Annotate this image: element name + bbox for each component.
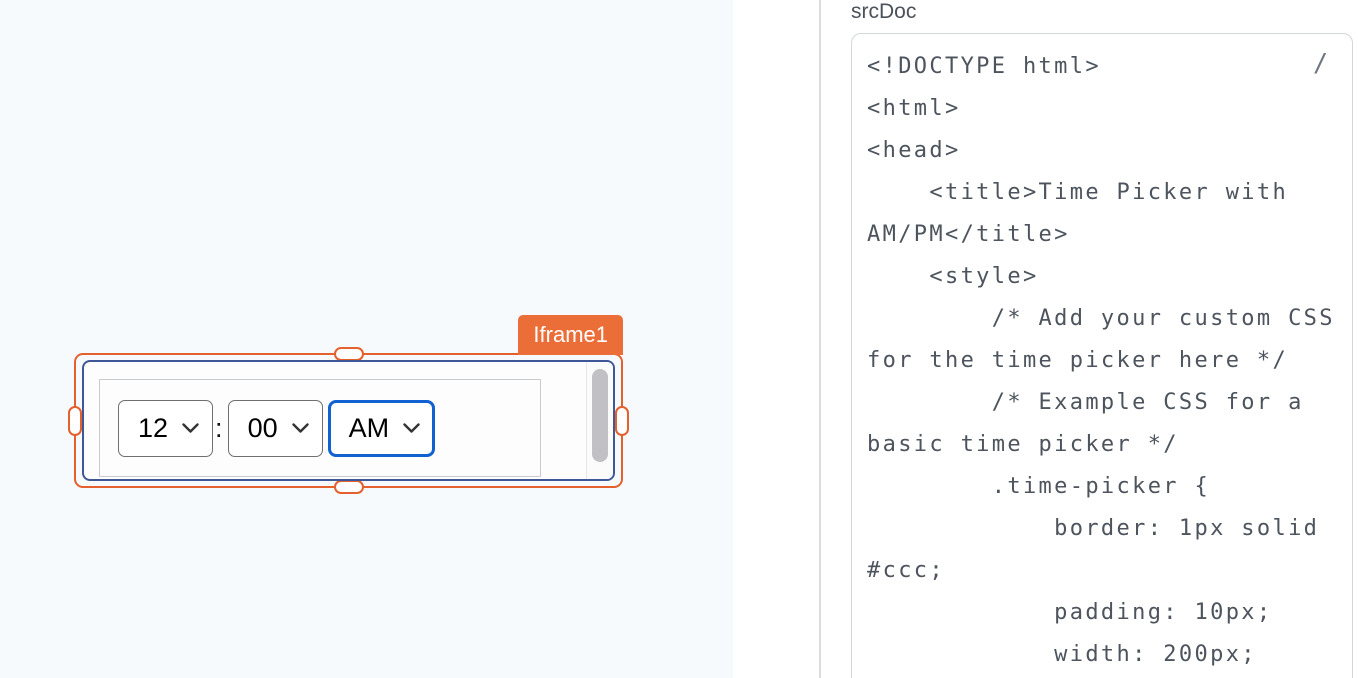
canvas: Iframe1 12 : 00	[0, 0, 733, 678]
artboard	[0, 0, 733, 678]
minute-select-value: 00	[247, 412, 278, 443]
chevron-down-icon	[291, 422, 309, 433]
iframe-widget-selection[interactable]: Iframe1 12 : 00	[68, 315, 629, 494]
code-line: /* Add your custom CSS	[867, 306, 1335, 331]
time-picker: 12 : 00 AM	[99, 379, 541, 477]
code-line: <style>	[867, 264, 1039, 289]
code-line: padding: 10px;	[867, 600, 1273, 625]
code-line: basic time picker */	[867, 432, 1179, 457]
time-separator: :	[215, 412, 223, 443]
code-line: #ccc;	[867, 558, 945, 583]
code-line: <!DOCTYPE html>	[867, 54, 1101, 79]
property-panel: srcDoc / <!DOCTYPE html> <html> <head> <…	[821, 0, 1358, 678]
code-line: width: 200px;	[867, 642, 1257, 667]
resize-handle-bottom[interactable]	[333, 480, 364, 494]
resize-handle-left[interactable]	[68, 405, 82, 436]
panel-divider	[819, 0, 821, 678]
minute-select[interactable]: 00	[227, 399, 323, 457]
meridiem-select[interactable]: AM	[327, 399, 436, 457]
widget-name-tag[interactable]: Iframe1	[518, 315, 623, 355]
scrollbar-thumb[interactable]	[592, 369, 608, 462]
code-line: border: 1px solid	[867, 516, 1320, 541]
resize-handle-right[interactable]	[615, 405, 629, 436]
code-line: for the time picker here */	[867, 348, 1289, 373]
chevron-down-icon	[403, 422, 420, 433]
code-line: <title>Time Picker with	[867, 180, 1289, 205]
code-line: <html>	[867, 96, 961, 121]
property-label: srcDoc	[851, 0, 917, 23]
srcdoc-code-editor[interactable]: / <!DOCTYPE html> <html> <head> <title>T…	[851, 33, 1353, 678]
hour-select[interactable]: 12	[118, 399, 214, 457]
iframe-scrollbar[interactable]	[586, 362, 613, 479]
code-line: <head>	[867, 138, 961, 163]
resize-handle-top[interactable]	[333, 347, 364, 361]
meridiem-select-value: AM	[348, 412, 390, 443]
iframe-widget[interactable]: 12 : 00 AM	[82, 360, 615, 481]
hour-select-value: 12	[138, 412, 169, 443]
code-line: .time-picker {	[867, 474, 1211, 499]
code-line: /* Example CSS for a	[867, 390, 1304, 415]
code-content: <!DOCTYPE html> <html> <head> <title>Tim…	[867, 46, 1335, 676]
chevron-down-icon	[182, 422, 199, 433]
code-line: AM/PM</title>	[867, 222, 1070, 247]
slash-command-icon[interactable]: /	[1312, 48, 1328, 77]
